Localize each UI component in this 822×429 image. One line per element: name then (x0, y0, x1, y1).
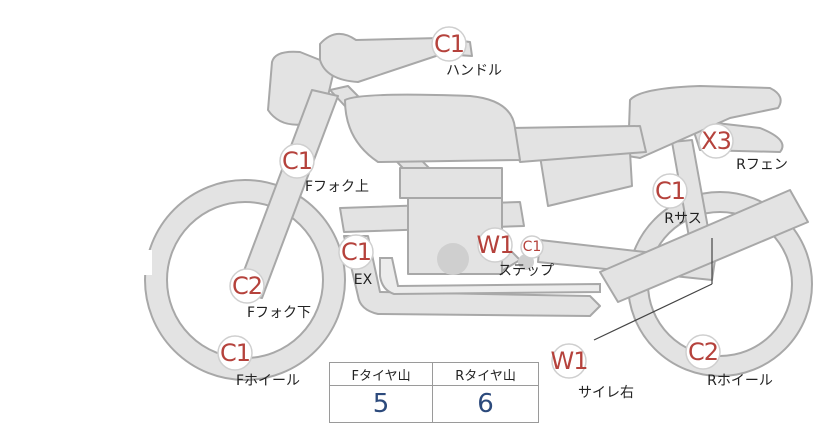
tread-table-header-row: Fタイヤ山 Rタイヤ山 (328, 362, 539, 386)
label-f-wheel: Fホイール (235, 373, 301, 389)
silencer (599, 189, 809, 303)
code-silencer-right: W1 (550, 347, 589, 375)
label-exhaust: EX (353, 272, 373, 288)
front-fork (235, 89, 339, 299)
fuel-tank (344, 93, 521, 163)
front-tread-value: 5 (328, 385, 434, 423)
seat (627, 85, 782, 159)
code-f-fork-upper: C1 (281, 147, 313, 175)
exhaust-pipe-upper (379, 257, 601, 296)
code-step: W1 (476, 231, 515, 259)
label-r-wheel: Rホイール (707, 373, 773, 389)
badge-bg-exhaust (338, 234, 374, 270)
badge-bg-r-wheel (685, 334, 721, 370)
code-f-fork-lower: C2 (231, 272, 263, 300)
code-step-small: C1 (522, 239, 542, 255)
badge-bg-r-fender (698, 123, 734, 159)
code-r-suspension: C1 (654, 177, 686, 205)
label-step: ステップ (498, 263, 554, 279)
badge-bg-handle (431, 26, 467, 62)
badge-bg-silencer-right (551, 343, 587, 379)
silencer-leader-line-diag (593, 283, 713, 341)
badge-bg-f-fork-upper (279, 143, 315, 179)
code-r-wheel: C2 (687, 338, 719, 366)
front-tread-header: Fタイヤ山 (328, 362, 434, 386)
badge-bg-f-fork-lower (229, 268, 265, 304)
badge-bg-f-wheel (217, 335, 253, 371)
label-f-fork-lower: Fフォク下 (246, 305, 312, 321)
badge-bg-r-suspension (652, 173, 688, 209)
label-silencer-right: サイレ右 (578, 385, 634, 401)
tread-table-value-row: 5 6 (328, 385, 539, 423)
exhaust-pipe (343, 235, 601, 317)
code-exhaust: C1 (340, 238, 372, 266)
badge-bg-step-small (520, 235, 544, 259)
badge-circles (217, 26, 734, 379)
rear-tread-header: Rタイヤ山 (432, 362, 539, 386)
label-f-fork-upper: Fフォク上 (304, 179, 370, 195)
code-f-wheel: C1 (219, 339, 251, 367)
label-handle: ハンドル (446, 63, 502, 79)
rear-tread-value: 6 (432, 385, 539, 423)
tire-tread-table: Fタイヤ山 Rタイヤ山 5 6 (328, 362, 539, 423)
badge-bg-step (477, 227, 513, 263)
code-r-fender: X3 (701, 127, 732, 155)
label-r-suspension: Rサス (664, 211, 702, 227)
label-r-fender: Rフェン (736, 157, 788, 173)
code-handle: C1 (433, 30, 465, 58)
